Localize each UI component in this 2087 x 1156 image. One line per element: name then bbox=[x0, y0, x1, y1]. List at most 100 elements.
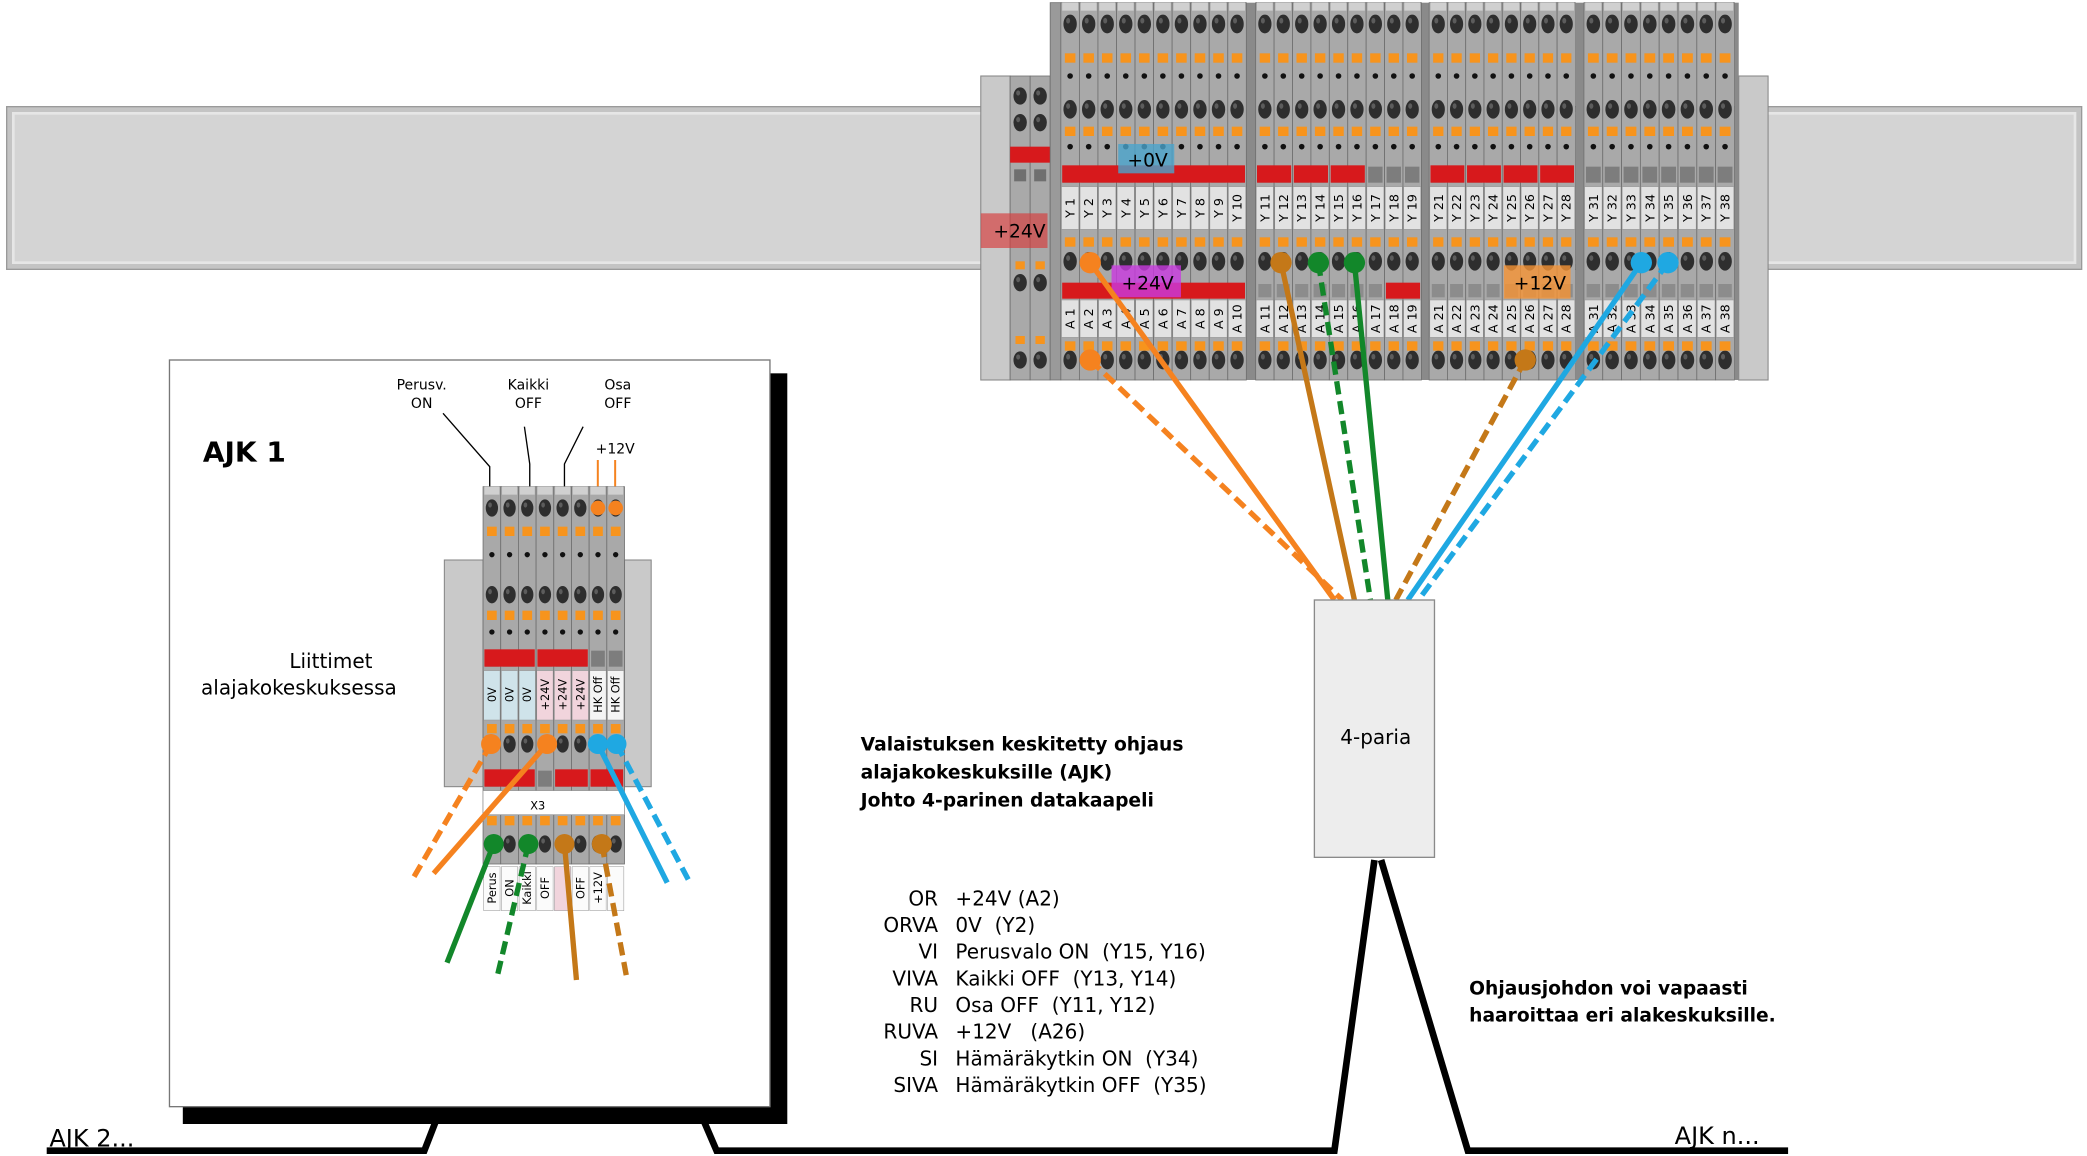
wire-dot bbox=[537, 734, 558, 754]
bridge-bar bbox=[1010, 146, 1051, 163]
screw-icon bbox=[1559, 100, 1573, 119]
orange-tab bbox=[1625, 341, 1637, 351]
legend-code: ORVA bbox=[883, 913, 938, 937]
orange-tab bbox=[1606, 237, 1618, 247]
screw-icon bbox=[591, 586, 605, 604]
terminal-label-y: Y 11 bbox=[1257, 194, 1272, 223]
screw-icon bbox=[1405, 252, 1419, 271]
orange-tab bbox=[1542, 126, 1554, 136]
terminal-column: Y 23A 23 bbox=[1465, 2, 1485, 381]
orange-tab bbox=[1506, 341, 1517, 351]
terminal-label-a: A 28 bbox=[1559, 304, 1574, 333]
screw-icon bbox=[1486, 350, 1500, 370]
terminal-label-a: A 22 bbox=[1449, 304, 1464, 333]
orange-tab bbox=[1487, 341, 1499, 351]
orange-tab bbox=[1259, 237, 1271, 247]
terminal-column: Y 9A 9 bbox=[1208, 2, 1229, 381]
bridge-bar bbox=[1540, 165, 1575, 183]
screw-icon bbox=[1156, 14, 1170, 34]
orange-tab bbox=[1506, 126, 1517, 136]
dot-orva bbox=[1079, 349, 1101, 371]
orange-tab bbox=[1278, 341, 1289, 351]
legend-code: RU bbox=[910, 993, 939, 1017]
orange-tab bbox=[1176, 237, 1187, 247]
screw-icon bbox=[1449, 350, 1464, 370]
panel-terminal-label-bottom: Kaikki bbox=[520, 871, 534, 905]
screw-icon bbox=[521, 586, 534, 604]
screw-icon bbox=[1504, 14, 1518, 34]
orange-tab bbox=[1542, 341, 1554, 351]
terminal-label-y: Y 31 bbox=[1586, 194, 1601, 223]
screw-icon bbox=[1586, 14, 1601, 34]
screw-icon bbox=[1387, 350, 1401, 370]
wire-viva bbox=[1315, 262, 1374, 601]
screw-icon bbox=[1156, 100, 1170, 119]
screw-icon bbox=[538, 586, 552, 604]
orange-tab bbox=[1587, 237, 1599, 247]
terminal-column: Y 37A 37 bbox=[1696, 2, 1717, 381]
orange-tab bbox=[1139, 341, 1150, 351]
screw-icon bbox=[1680, 14, 1695, 34]
screw-icon bbox=[1013, 351, 1027, 369]
screw-icon bbox=[1468, 14, 1482, 34]
bridge-bar bbox=[1430, 165, 1465, 183]
orange-tab bbox=[1120, 53, 1132, 63]
top-wires bbox=[1088, 261, 1671, 602]
orange-tab bbox=[1278, 126, 1289, 136]
terminal-label-a: A 21 bbox=[1431, 304, 1446, 333]
screw-icon bbox=[1137, 350, 1151, 370]
terminal-label-a: A 33 bbox=[1623, 304, 1638, 333]
orange-tab bbox=[1120, 341, 1132, 351]
panel-terminal-label-top: +24V bbox=[538, 679, 552, 711]
orange-tab bbox=[1587, 126, 1599, 136]
orange-tab bbox=[1231, 341, 1243, 351]
terminal-column: Y 7A 7 bbox=[1171, 2, 1192, 381]
terminal-label-a: A 8 bbox=[1192, 308, 1207, 329]
orange-tab bbox=[1231, 237, 1243, 247]
orange-tab bbox=[1561, 53, 1572, 63]
screw-icon bbox=[1605, 14, 1619, 34]
screw-icon bbox=[1119, 14, 1133, 34]
screw-icon bbox=[1449, 100, 1464, 119]
wire-orva bbox=[1088, 358, 1345, 602]
terminal-label-y: Y 8 bbox=[1192, 198, 1207, 219]
group-separator bbox=[1734, 2, 1739, 381]
terminal-label-y: Y 14 bbox=[1313, 194, 1328, 223]
terminal-label-y: Y 34 bbox=[1642, 194, 1657, 223]
screw-icon bbox=[1468, 100, 1482, 119]
terminal-label-y: Y 24 bbox=[1486, 194, 1501, 223]
orange-tab bbox=[1333, 237, 1344, 247]
panel-title: AJK 1 bbox=[203, 435, 286, 468]
panel-terminal-label-bottom: OFF bbox=[538, 877, 552, 899]
screw-icon bbox=[1586, 252, 1601, 271]
bridge-bar bbox=[537, 649, 588, 667]
panel-wire-si bbox=[595, 742, 670, 884]
screw-icon bbox=[521, 499, 534, 517]
orange-tab bbox=[1606, 53, 1618, 63]
legend-code: RUVA bbox=[883, 1020, 938, 1044]
screw-icon bbox=[574, 735, 587, 753]
orange-tab bbox=[1663, 53, 1675, 63]
terminal-label-y: Y 28 bbox=[1559, 194, 1574, 223]
terminal-column: Y 28 A 28 bbox=[1556, 2, 1576, 381]
branch-note: Ohjausjohdon voi vapaasti haaroittaa eri… bbox=[1469, 979, 1776, 1027]
screw-icon bbox=[1137, 100, 1151, 119]
terminal-label-a: A 34 bbox=[1642, 304, 1657, 333]
orange-tab bbox=[1064, 237, 1076, 247]
wire-ru bbox=[1278, 262, 1358, 601]
panel-terminal-label-top: +24V bbox=[556, 679, 570, 711]
dot-viva bbox=[1307, 252, 1330, 274]
orange-tab bbox=[1700, 341, 1712, 351]
screw-icon bbox=[503, 835, 516, 853]
screw-icon bbox=[1331, 252, 1346, 271]
terminal-column: Y 18A 18 bbox=[1384, 2, 1404, 381]
screw-icon bbox=[1193, 350, 1207, 370]
screw-icon bbox=[1063, 14, 1077, 34]
orange-tab bbox=[1259, 53, 1271, 63]
terminal-label-y: Y 16 bbox=[1349, 194, 1364, 223]
orange-tab bbox=[1663, 341, 1675, 351]
orange-tab bbox=[1194, 237, 1206, 247]
screw-icon bbox=[1211, 252, 1226, 271]
end-plate-right bbox=[1738, 75, 1769, 381]
screw-icon bbox=[1013, 274, 1027, 292]
